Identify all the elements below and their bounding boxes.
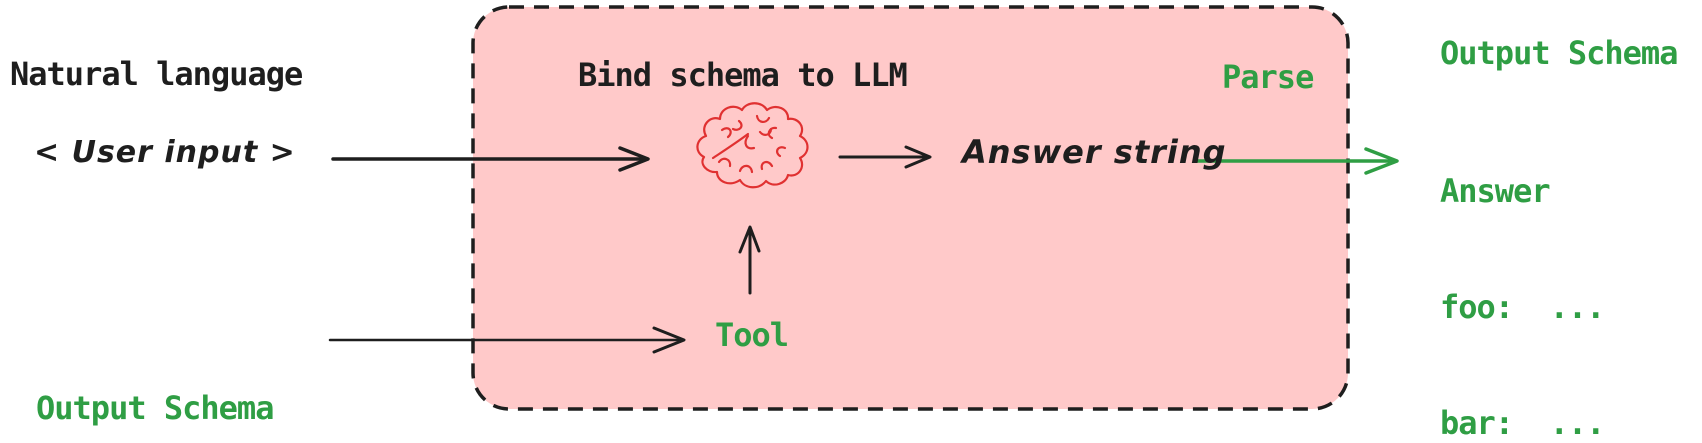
- label-answer-string: Answer string: [962, 133, 1227, 171]
- llm-binding-box: [471, 5, 1350, 411]
- brain-icon: [696, 102, 809, 189]
- arrow-answer-to-output: [1195, 147, 1399, 175]
- output-result-block: Answer foo: ... bar: ...: [1440, 95, 1605, 443]
- output-result-field-foo: foo: ...: [1440, 288, 1605, 326]
- label-user-input: < User input >: [34, 135, 296, 170]
- output-result-subtitle: Answer: [1440, 172, 1551, 210]
- label-natural-language: Natural language: [10, 55, 303, 93]
- label-bind-schema-to-llm: Bind schema to LLM: [578, 56, 908, 94]
- label-parse: Parse: [1222, 58, 1314, 96]
- arrow-llm-to-answer: [838, 145, 932, 169]
- input-schema-block: Output Schema foo: ... bar: ...: [36, 312, 274, 443]
- output-result-title: Output Schema: [1440, 34, 1678, 72]
- input-schema-title: Output Schema: [36, 389, 274, 427]
- arrow-user-input-to-llm: [331, 146, 650, 172]
- arrow-tool-to-llm: [738, 225, 761, 295]
- label-tool: Tool: [715, 316, 789, 354]
- arrow-schema-to-tool: [328, 326, 686, 354]
- output-result-field-bar: bar: ...: [1440, 404, 1605, 442]
